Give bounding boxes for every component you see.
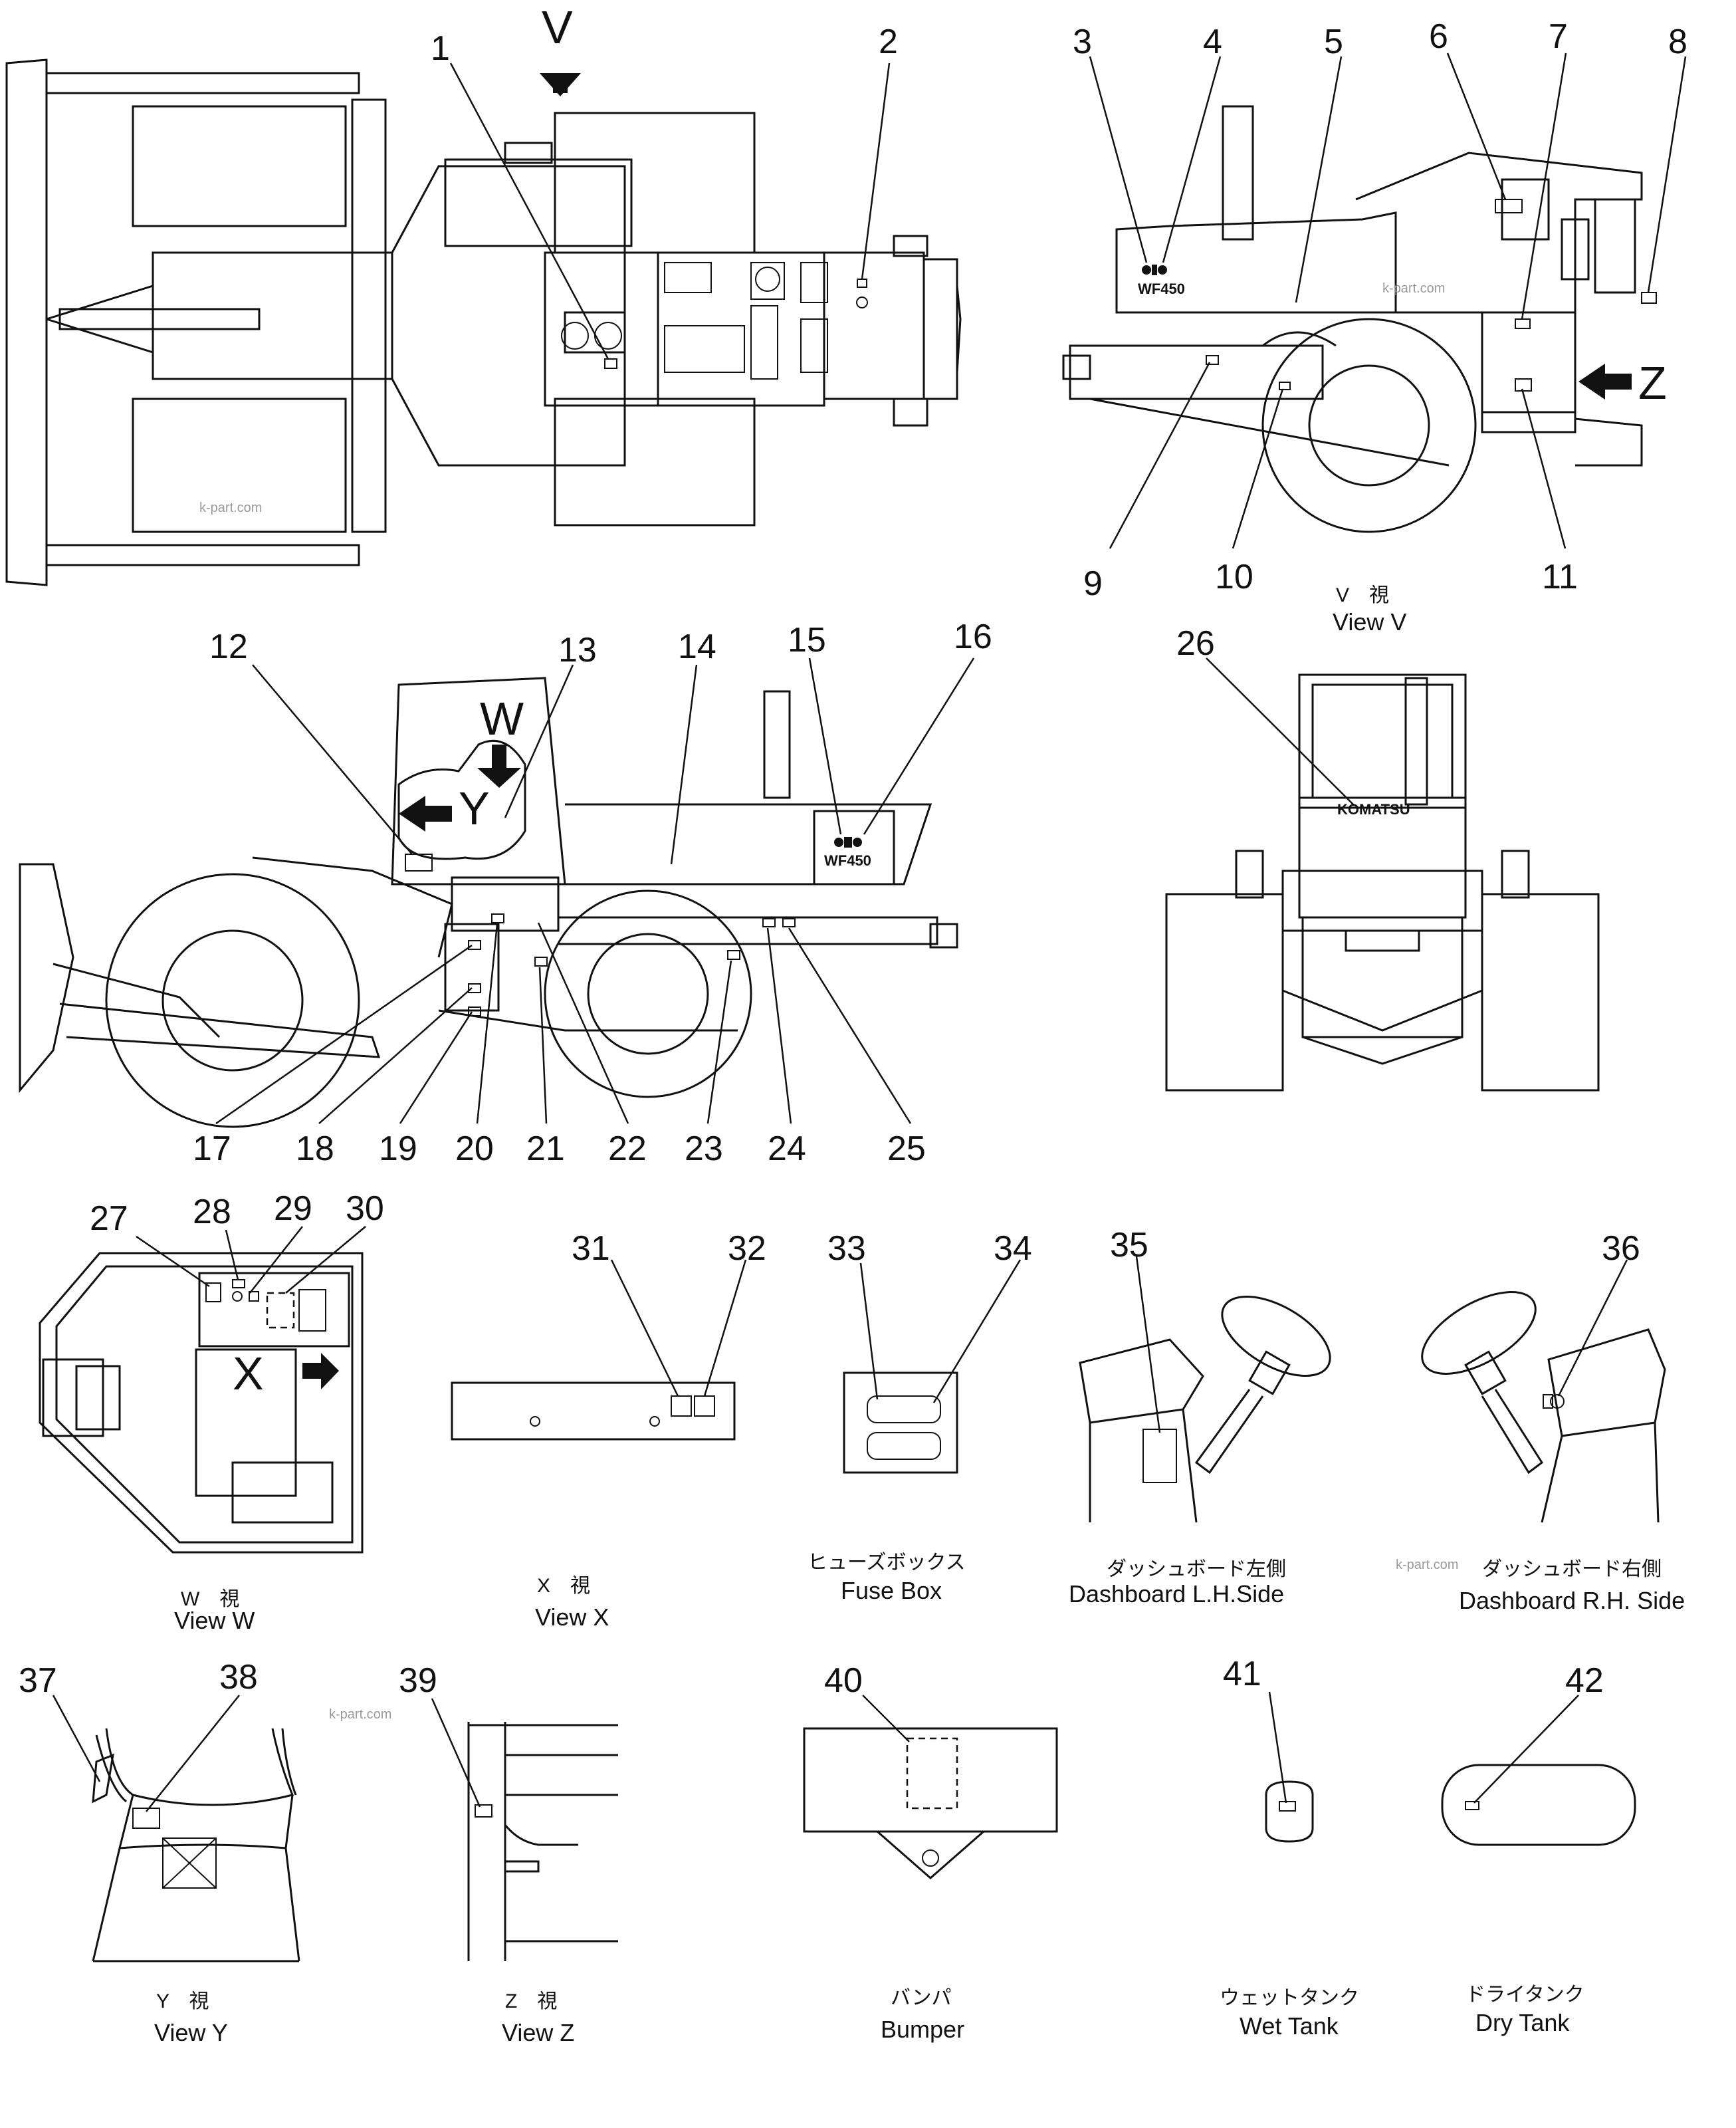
callout-39: 39 — [399, 1661, 437, 1700]
callout-31: 31 — [572, 1229, 610, 1268]
callout-14: 14 — [678, 628, 716, 666]
callout-20: 20 — [455, 1129, 494, 1168]
bumper-caption-en: Bumper — [881, 2016, 964, 2043]
model-mark-side: WF450 — [1138, 281, 1185, 297]
view-x-panel: 31 32 X 視 View X — [451, 1229, 766, 1631]
callout-4: 4 — [1203, 23, 1222, 61]
view-x-caption-en: View X — [535, 1603, 609, 1631]
callout-25: 25 — [887, 1129, 926, 1168]
view-v-caption-jp: V 視 — [1336, 584, 1389, 606]
callout-6: 6 — [1429, 17, 1448, 56]
watermark: k-part.com — [1382, 281, 1445, 296]
dry-tank-caption-jp: ドライタンク — [1465, 1984, 1584, 2006]
fuse-box-caption-jp: ヒューズボックス — [808, 1552, 966, 1574]
wet-tank-caption-en: Wet Tank — [1240, 2012, 1339, 2040]
callout-33: 33 — [827, 1229, 866, 1268]
model-mark-left: WF450 — [824, 852, 871, 869]
machine-top-view: V 1 2 k-part.com — [5, 1, 962, 586]
watermark: k-part.com — [1396, 1558, 1458, 1572]
callout-5: 5 — [1324, 23, 1343, 61]
callout-2: 2 — [879, 23, 898, 61]
callout-32: 32 — [728, 1229, 766, 1268]
callout-40: 40 — [824, 1661, 863, 1700]
callout-42: 42 — [1565, 1661, 1604, 1700]
dash-rh-caption-jp: ダッシュボード右側 — [1482, 1558, 1662, 1580]
view-y-caption-en: View Y — [154, 2019, 228, 2046]
wet-tank: 41 ウェットタンク Wet Tank — [1220, 1655, 1359, 2040]
view-z-caption-en: View Z — [502, 2019, 574, 2046]
callout-35: 35 — [1110, 1226, 1148, 1264]
callout-37: 37 — [19, 1661, 57, 1700]
fuse-box: 33 34 ヒューズボックス Fuse Box — [808, 1229, 1032, 1604]
view-z: 39 Z 視 View Z — [399, 1661, 618, 2046]
view-w-caption-jp: W 視 — [181, 1588, 239, 1610]
callout-1: 1 — [431, 29, 450, 68]
dash-rh-caption-en: Dashboard R.H. Side — [1459, 1587, 1685, 1614]
fuse-box-caption-en: Fuse Box — [841, 1577, 942, 1604]
callout-24: 24 — [768, 1129, 806, 1168]
dry-tank-caption-en: Dry Tank — [1475, 2009, 1570, 2036]
view-z-letter: Z — [1638, 357, 1667, 409]
view-w-caption-en: View W — [174, 1607, 255, 1634]
callout-36: 36 — [1602, 1229, 1640, 1268]
callout-3: 3 — [1073, 23, 1092, 61]
callout-21: 21 — [526, 1129, 565, 1168]
brand-mark-rear: KOMATSU — [1337, 801, 1410, 818]
callout-28: 28 — [193, 1193, 231, 1231]
machine-rear-view: KOMATSU 26 — [1165, 624, 1600, 1092]
callout-17: 17 — [193, 1129, 231, 1168]
view-x-caption-jp: X 視 — [537, 1575, 590, 1597]
callout-38: 38 — [219, 1658, 258, 1697]
dash-lh-caption-jp: ダッシュボード左側 — [1107, 1558, 1286, 1580]
view-w-cab: X 27 28 29 30 W 視 View W — [39, 1189, 384, 1634]
callout-29: 29 — [274, 1189, 312, 1228]
wet-tank-caption-jp: ウェットタンク — [1220, 1987, 1359, 2009]
view-y-letter: Y — [459, 782, 490, 834]
dashboard-lh: 35 ダッシュボード左側 Dashboard L.H.Side — [1069, 1226, 1331, 1607]
callout-26: 26 — [1176, 624, 1215, 663]
watermark: k-part.com — [329, 1707, 391, 1722]
callout-41: 41 — [1223, 1655, 1261, 1693]
bumper: 40 バンパ Bumper — [803, 1661, 1058, 2043]
view-v-side: WF450 Z 3 4 5 6 7 8 9 10 11 V 視 View V k… — [1062, 17, 1687, 636]
view-y: 37 38 Y 視 View Y k-part.com — [19, 1658, 391, 2046]
view-v-letter: V — [542, 1, 573, 53]
callout-30: 30 — [346, 1189, 384, 1228]
callout-15: 15 — [788, 621, 826, 659]
dry-tank: 42 ドライタンク Dry Tank — [1441, 1661, 1636, 2036]
callout-13: 13 — [558, 631, 597, 669]
view-z-caption-jp: Z 視 — [505, 1990, 557, 2012]
callout-22: 22 — [608, 1129, 647, 1168]
callout-18: 18 — [296, 1129, 334, 1168]
callout-10: 10 — [1215, 558, 1253, 596]
dash-lh-caption-en: Dashboard L.H.Side — [1069, 1580, 1284, 1607]
callout-23: 23 — [685, 1129, 723, 1168]
callout-34: 34 — [994, 1229, 1032, 1268]
callout-19: 19 — [379, 1129, 417, 1168]
watermark: k-part.com — [199, 501, 262, 515]
callout-11: 11 — [1542, 558, 1578, 596]
callout-16: 16 — [954, 618, 992, 656]
view-v-caption-en: View V — [1333, 608, 1406, 636]
callout-8: 8 — [1668, 23, 1687, 61]
callout-27: 27 — [90, 1199, 128, 1238]
view-y-caption-jp: Y 視 — [156, 1990, 209, 2012]
callout-12: 12 — [209, 628, 248, 666]
bumper-caption-jp: バンパ — [891, 1987, 952, 2009]
callout-9: 9 — [1083, 564, 1103, 603]
view-w-letter: W — [480, 693, 524, 745]
view-x-letter: X — [233, 1348, 264, 1399]
callout-7: 7 — [1549, 17, 1568, 56]
machine-left-view: WF450 W Y 12 13 14 15 16 17 18 19 20 21 … — [19, 618, 992, 1168]
dashboard-rh: 36 ダッシュボード右側 Dashboard R.H. Side k-part.… — [1396, 1229, 1685, 1614]
